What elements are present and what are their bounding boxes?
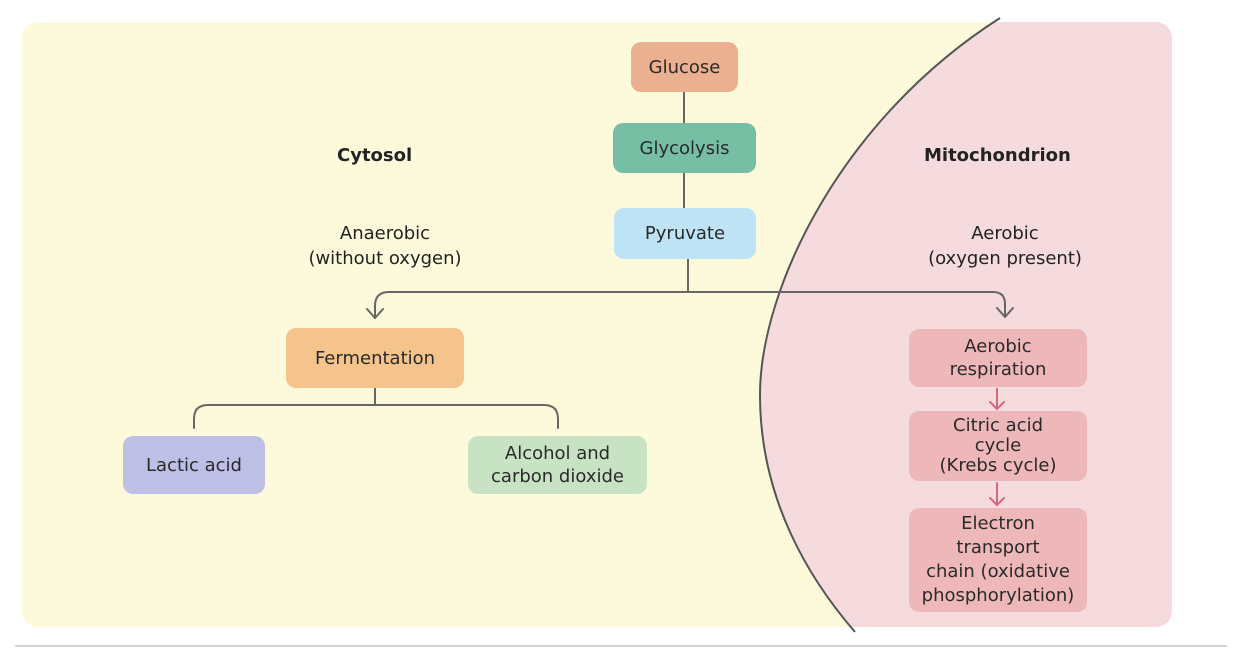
citric-acid-line3: (Krebs cycle) [939,455,1057,476]
citric-acid-line1: Citric acid [953,415,1043,436]
citric-acid-line2: cycle [974,435,1022,456]
aerobic-respiration-line2: respiration [949,359,1047,380]
electron-transport-chain-node: Electron transport chain (oxidative phos… [909,508,1087,612]
alcohol-line1: Alcohol and [504,443,611,464]
alcohol-line2: carbon dioxide [491,466,624,487]
etc-line1: Electron [961,513,1035,534]
mitochondrion-membrane [758,17,1001,633]
anaerobic-condition: Anaerobic (without oxygen) [270,221,500,271]
etc-line4: phosphorylation) [921,585,1075,606]
anaerobic-line1: Anaerobic [339,223,431,244]
arrowhead-citric-to-etc [989,497,1005,506]
etc-line3: chain (oxidative [926,561,1070,582]
etc-line2: transport [956,537,1040,558]
citric-acid-cycle-node: Citric acid cycle (Krebs cycle) [909,411,1087,481]
alcohol-carbon-dioxide-node: Alcohol and carbon dioxide [468,436,647,494]
aerobic-respiration-node: Aerobic respiration [909,329,1087,387]
connector-branch-horizontal [374,291,1006,319]
aerobic-condition: Aerobic (oxygen present) [895,221,1115,271]
fermentation-node: Fermentation [286,328,464,388]
arrowhead-aerobic-to-citric [989,401,1005,410]
glucose-node: Glucose [631,42,738,92]
mito-connectors [989,388,1005,506]
bottom-divider [15,645,1227,647]
lactic-acid-node: Lactic acid [123,436,265,494]
aerobic-line1: Aerobic [971,223,1039,244]
aerobic-line2: (oxygen present) [928,248,1082,269]
cytosol-label: Cytosol [337,145,413,166]
connector-fermentation-products [193,404,559,429]
glycolysis-node: Glycolysis [613,123,756,173]
arrowhead-to-aerobic [996,307,1014,318]
main-connectors [193,91,1014,429]
pyruvate-node: Pyruvate [614,208,756,259]
mitochondrion-label: Mitochondrion [924,145,1071,166]
arrowhead-to-fermentation [366,308,384,319]
anaerobic-line2: (without oxygen) [308,248,462,269]
aerobic-respiration-line1: Aerobic [964,336,1032,357]
